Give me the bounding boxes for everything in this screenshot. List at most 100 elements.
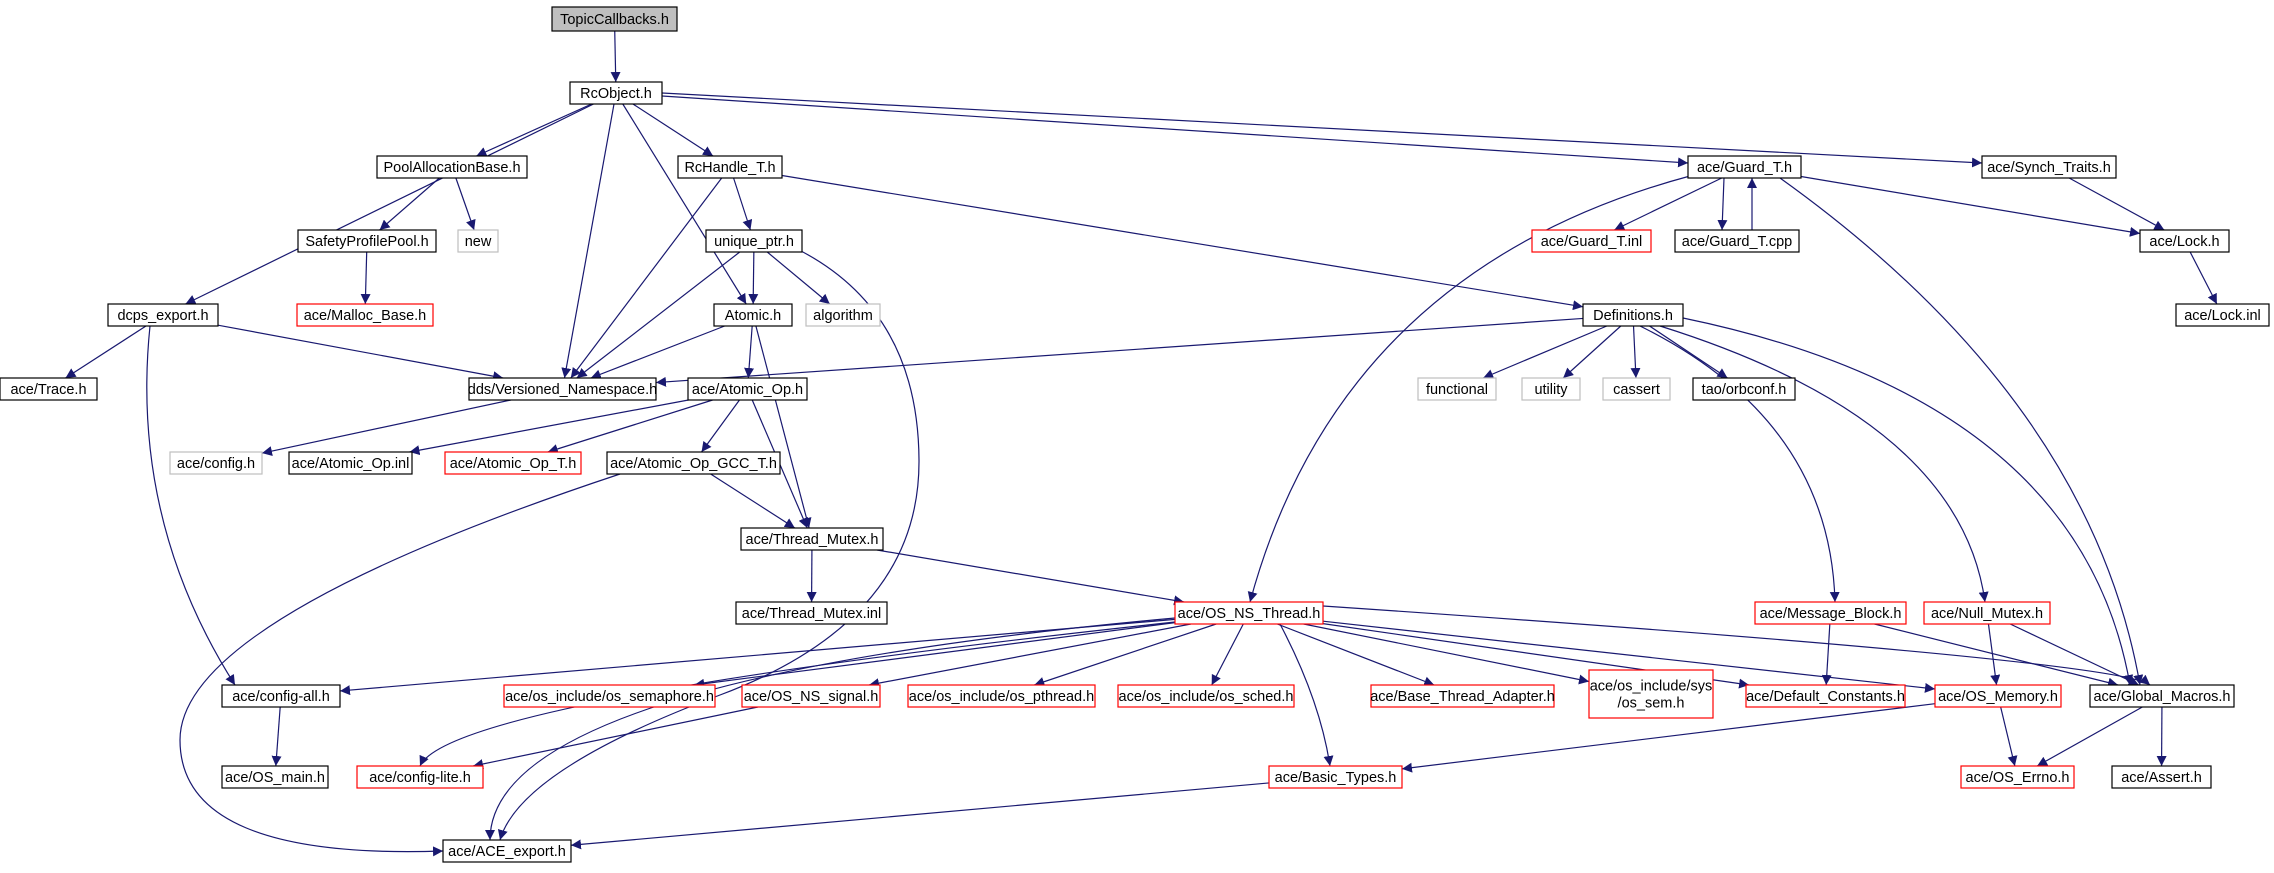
- node-os_errno[interactable]: ace/OS_Errno.h: [1960, 765, 2075, 789]
- edge-unique_ptr-to-atomic_h: [748, 251, 759, 305]
- node-guard_t_inl[interactable]: ace/Guard_T.inl: [1531, 229, 1652, 253]
- node-definitions[interactable]: Definitions.h: [1582, 303, 1684, 327]
- node-dcps_export[interactable]: dcps_export.h: [107, 303, 219, 327]
- node-label: RcHandle_T.h: [684, 160, 775, 176]
- node-label: ace/Atomic_Op_T.h: [450, 456, 577, 472]
- node-box: [503, 684, 716, 708]
- node-label: ace/Synch_Traits.h: [1987, 160, 2111, 176]
- edge-dcps_export-to-trace_h: [65, 325, 147, 379]
- node-synch_traits[interactable]: ace/Synch_Traits.h: [1981, 155, 2117, 179]
- node-label: ace/Thread_Mutex.h: [746, 532, 879, 548]
- node-label: PoolAllocationBase.h: [383, 160, 520, 176]
- node-box: [1687, 155, 1802, 179]
- node-label: unique_ptr.h: [714, 234, 794, 250]
- node-label: ace/Thread_Mutex.inl: [742, 606, 881, 622]
- node-lock_inl[interactable]: ace/Lock.inl: [2175, 303, 2270, 327]
- edge-global_macros-to-os_errno: [2036, 706, 2143, 767]
- edge-guard_t_h-to-guard_t_inl: [1613, 177, 1723, 231]
- node-box: [1674, 229, 1800, 253]
- node-label: ace/OS_NS_Thread.h: [1178, 606, 1321, 622]
- node-box: [1582, 303, 1684, 327]
- node-thread_mutex_inl[interactable]: ace/Thread_Mutex.inl: [735, 601, 888, 625]
- edge-rcobject-to-versioned_namespace: [561, 103, 615, 379]
- node-atomic_op_inl[interactable]: ace/Atomic_Op.inl: [288, 451, 413, 475]
- node-new: new: [457, 229, 499, 253]
- node-os_main[interactable]: ace/OS_main.h: [221, 765, 329, 789]
- node-os_ns_signal[interactable]: ace/OS_NS_signal.h: [741, 684, 881, 708]
- node-label: Definitions.h: [1593, 308, 1673, 324]
- edge-synch_traits-to-lock_h: [2068, 177, 2165, 231]
- node-box: [288, 451, 413, 475]
- edge-topiccallbacks-to-rcobject: [610, 30, 621, 83]
- node-label: ace/Trace.h: [10, 382, 86, 398]
- node-os_pthread[interactable]: ace/os_include/os_pthread.h: [907, 684, 1096, 708]
- node-label: ace/Malloc_Base.h: [304, 308, 427, 324]
- node-os_memory[interactable]: ace/OS_Memory.h: [1934, 684, 2062, 708]
- node-box: [1754, 601, 1907, 625]
- node-atomic_h[interactable]: Atomic.h: [713, 303, 793, 327]
- node-ace_export[interactable]: ace/ACE_export.h: [442, 839, 572, 863]
- node-label: dcps_export.h: [117, 308, 208, 324]
- edge-rcobject-to-poolallocationbase: [476, 103, 592, 157]
- node-label: SafetyProfilePool.h: [305, 234, 428, 250]
- node-rchandle_t[interactable]: RcHandle_T.h: [677, 155, 783, 179]
- node-safetyprofilepool[interactable]: SafetyProfilePool.h: [297, 229, 437, 253]
- edge-unique_ptr-to-ace_export: [497, 240, 920, 841]
- node-thread_mutex_h[interactable]: ace/Thread_Mutex.h: [740, 527, 884, 551]
- node-malloc_base[interactable]: ace/Malloc_Base.h: [296, 303, 434, 327]
- node-versioned_namespace[interactable]: dds/Versioned_Namespace.h: [468, 377, 657, 401]
- node-box: [1960, 765, 2075, 789]
- node-atomic_op_t[interactable]: ace/Atomic_Op_T.h: [444, 451, 582, 475]
- node-os_semaphore[interactable]: ace/os_include/os_semaphore.h: [503, 684, 716, 708]
- edge-os_ns_signal-to-config_lite: [472, 706, 759, 769]
- node-box: [1117, 684, 1295, 708]
- node-poolallocationbase[interactable]: PoolAllocationBase.h: [376, 155, 528, 179]
- node-os_ns_thread[interactable]: ace/OS_NS_Thread.h: [1174, 601, 1324, 625]
- edge-atomic_h-to-versioned_namespace: [590, 325, 725, 380]
- node-basic_types[interactable]: ace/Basic_Types.h: [1268, 765, 1403, 789]
- node-label: ace/os_include/os_sched.h: [1119, 689, 1294, 705]
- node-base_thread_adapter[interactable]: ace/Base_Thread_Adapter.h: [1370, 684, 1555, 708]
- node-message_block[interactable]: ace/Message_Block.h: [1754, 601, 1907, 625]
- node-box: [1370, 684, 1555, 708]
- node-label: ace/Atomic_Op.h: [692, 382, 803, 398]
- node-box: [1174, 601, 1324, 625]
- node-label: ace/Message_Block.h: [1760, 606, 1902, 622]
- edge-guard_t_h-to-global_macros: [1779, 177, 2144, 686]
- node-default_constants[interactable]: ace/Default_Constants.h: [1745, 684, 1906, 708]
- node-topiccallbacks[interactable]: TopicCallbacks.h: [551, 6, 678, 32]
- edge-poolallocationbase-to-safetyprofilepool: [379, 177, 440, 231]
- node-box: [2139, 229, 2230, 253]
- node-box: [296, 303, 434, 327]
- node-box: [444, 451, 582, 475]
- node-atomic_op_h[interactable]: ace/Atomic_Op.h: [687, 377, 808, 401]
- node-config_all[interactable]: ace/config-all.h: [221, 684, 341, 708]
- node-os_sched[interactable]: ace/os_include/os_sched.h: [1117, 684, 1295, 708]
- edge-config_all-to-os_main: [271, 706, 282, 767]
- node-box: [1923, 601, 2051, 625]
- node-label: ace/Assert.h: [2121, 770, 2202, 786]
- node-guard_t_cpp[interactable]: ace/Guard_T.cpp: [1674, 229, 1800, 253]
- node-box: [221, 684, 341, 708]
- node-box: [468, 377, 657, 401]
- node-box: [735, 601, 888, 625]
- node-unique_ptr[interactable]: unique_ptr.h: [705, 229, 803, 253]
- node-orbconf[interactable]: tao/orbconf.h: [1692, 377, 1796, 401]
- node-assert_h[interactable]: ace/Assert.h: [2111, 765, 2212, 789]
- node-guard_t_h[interactable]: ace/Guard_T.h: [1687, 155, 1802, 179]
- node-box: [1588, 669, 1714, 719]
- edge-guard_t_h-to-lock_h: [1800, 175, 2141, 237]
- edge-safetyprofilepool-to-malloc_base: [360, 251, 371, 305]
- node-lock_h[interactable]: ace/Lock.h: [2139, 229, 2230, 253]
- node-atomic_op_gcc_t[interactable]: ace/Atomic_Op_GCC_T.h: [606, 451, 781, 475]
- node-rcobject[interactable]: RcObject.h: [569, 81, 663, 105]
- node-null_mutex[interactable]: ace/Null_Mutex.h: [1923, 601, 2051, 625]
- node-trace_h[interactable]: ace/Trace.h: [0, 377, 98, 401]
- edge-definitions-to-versioned_namespace: [655, 317, 1584, 387]
- node-os_sem[interactable]: ace/os_include/sys/os_sem.h: [1588, 669, 1714, 719]
- node-algorithm: algorithm: [805, 303, 881, 327]
- node-config_lite[interactable]: ace/config-lite.h: [356, 765, 484, 789]
- node-label: cassert: [1613, 382, 1660, 398]
- edge-rcobject-to-dcps_export: [185, 103, 594, 305]
- node-global_macros[interactable]: ace/Global_Macros.h: [2089, 684, 2235, 708]
